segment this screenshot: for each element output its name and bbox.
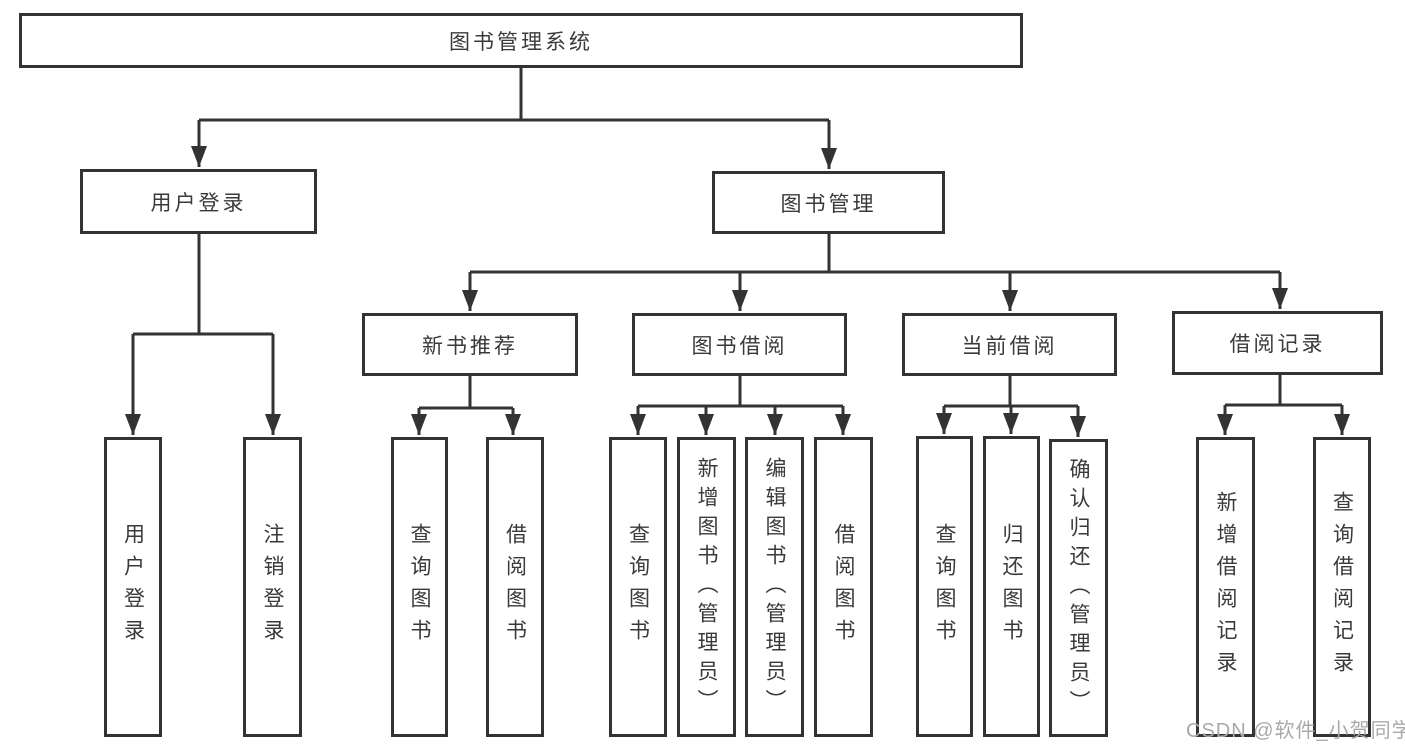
node-current-borrow: 当前借阅: [902, 313, 1117, 376]
connector-borrow-records-children: [1217, 375, 1350, 435]
leaf-user-login-label: 用户登录: [121, 523, 145, 651]
leaf-logout-label: 注销登录: [261, 523, 284, 651]
node-book-borrow: 图书借阅: [632, 313, 847, 376]
leaf-new-book-borrow: 借阅图书: [486, 437, 544, 737]
leaf-confirm-return-label: 确认归还（管理员）: [1067, 457, 1090, 719]
node-book-mgmt-label: 图书管理: [780, 192, 877, 216]
leaf-new-book-query: 查询图书: [391, 437, 448, 737]
leaf-borrow-edit-book: 编辑图书（管理员）: [745, 437, 804, 737]
leaf-query-record-label: 查询借阅记录: [1330, 491, 1354, 683]
leaf-query-record: 查询借阅记录: [1313, 437, 1371, 737]
leaf-borrow-query-label: 查询图书: [626, 523, 650, 651]
leaf-return-book-label: 归还图书: [1000, 522, 1023, 651]
leaf-borrow-add-book: 新增图书（管理员）: [677, 437, 736, 737]
leaf-borrow-book-label: 借阅图书: [832, 523, 855, 651]
leaf-borrow-edit-book-label: 编辑图书（管理员）: [763, 456, 786, 718]
connector-root-to-level2: [191, 68, 837, 169]
node-new-book-label: 新书推荐: [422, 334, 518, 358]
node-user-login-label: 用户登录: [150, 191, 247, 215]
node-user-login: 用户登录: [80, 169, 317, 234]
node-root-system: 图书管理系统: [19, 13, 1023, 68]
leaf-logout: 注销登录: [243, 437, 302, 737]
node-borrow-records: 借阅记录: [1172, 311, 1383, 375]
connector-user-login-children: [125, 234, 281, 435]
connector-book-borrow-children: [630, 376, 851, 435]
node-borrow-records-label: 借阅记录: [1229, 333, 1326, 356]
leaf-borrow-book: 借阅图书: [814, 437, 873, 737]
leaf-borrow-query: 查询图书: [609, 437, 667, 737]
node-book-mgmt: 图书管理: [712, 171, 945, 234]
leaf-user-login: 用户登录: [104, 437, 162, 737]
leaf-borrow-add-book-label: 新增图书（管理员）: [695, 456, 718, 718]
csdn-watermark: CSDN @软件_小贺同学: [1186, 720, 1405, 742]
leaf-new-book-query-label: 查询图书: [408, 523, 431, 651]
connector-current-borrow-children: [936, 376, 1086, 437]
leaf-return-book: 归还图书: [983, 436, 1040, 737]
leaf-confirm-return: 确认归还（管理员）: [1049, 439, 1108, 737]
connector-book-mgmt-children: [462, 234, 1288, 311]
leaf-current-query: 查询图书: [916, 436, 973, 737]
node-book-borrow-label: 图书借阅: [691, 334, 788, 358]
leaf-add-record: 新增借阅记录: [1196, 437, 1255, 737]
node-root-label: 图书管理系统: [449, 30, 593, 54]
leaf-new-book-borrow-label: 借阅图书: [503, 523, 527, 651]
node-new-book: 新书推荐: [362, 313, 578, 376]
node-current-borrow-label: 当前借阅: [961, 334, 1058, 358]
leaf-current-query-label: 查询图书: [933, 522, 956, 651]
leaf-add-record-label: 新增借阅记录: [1214, 491, 1237, 683]
connector-new-book-children: [411, 376, 521, 435]
